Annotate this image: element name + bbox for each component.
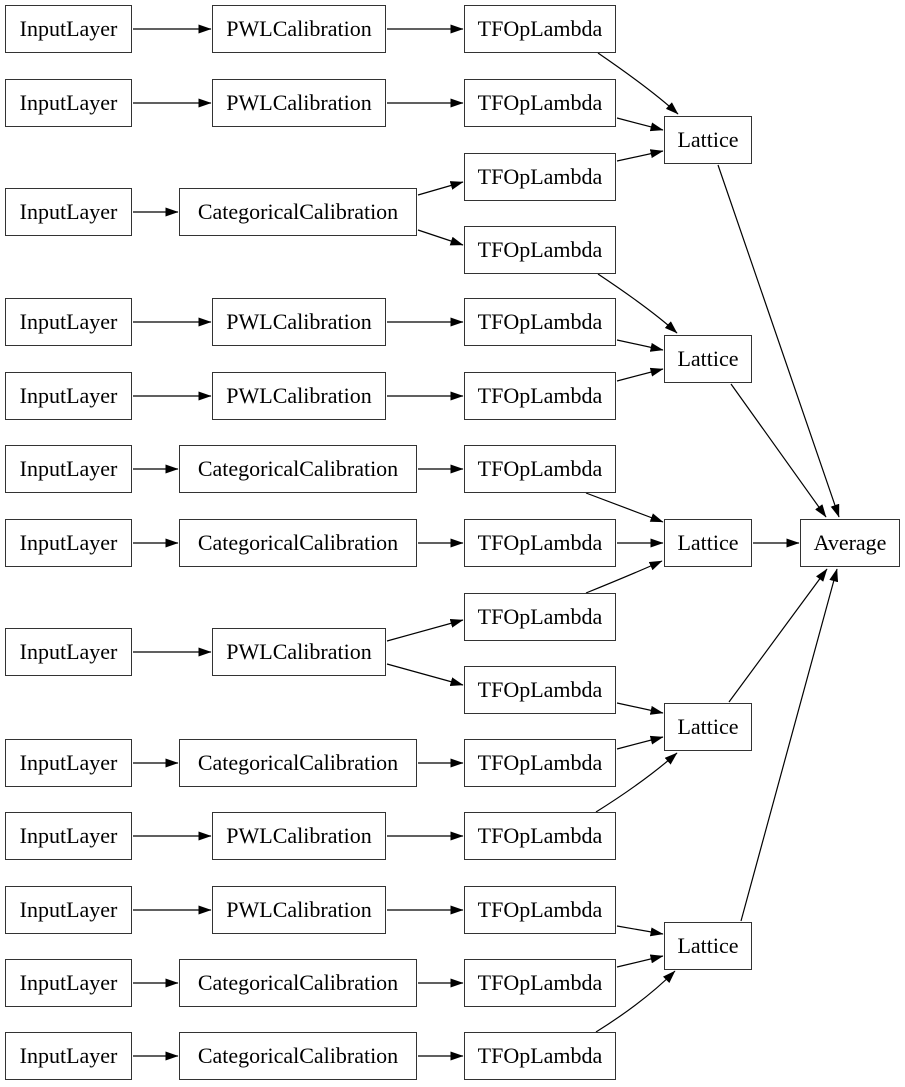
node-input-layer-10: InputLayer [5, 812, 132, 860]
node-pwl-calibration-2: PWLCalibration [212, 79, 386, 127]
node-categorical-calibration-1: CategoricalCalibration [179, 188, 417, 236]
node-pwl-calibration-3: PWLCalibration [212, 298, 386, 346]
edge-lambda6-lattice2 [616, 367, 664, 382]
node-tf-op-lambda-2: TFOpLambda [464, 79, 616, 127]
edge-lambda15-lattice5 [595, 970, 676, 1033]
node-lattice-5: Lattice [664, 922, 752, 970]
node-input-layer-6: InputLayer [5, 445, 132, 493]
node-tf-op-lambda-1: TFOpLambda [464, 5, 616, 53]
node-pwl-calibration-5: PWLCalibration [212, 628, 386, 676]
edge-lambda2-lattice1 [616, 117, 664, 132]
edge-lambda3-lattice1 [616, 149, 664, 162]
node-tf-op-lambda-4: TFOpLambda [464, 226, 616, 274]
edge-lambda14-lattice5 [616, 954, 664, 968]
node-pwl-calibration-1: PWLCalibration [212, 5, 386, 53]
node-tf-op-lambda-7: TFOpLambda [464, 445, 616, 493]
node-input-layer-9: InputLayer [5, 739, 132, 787]
node-input-layer-7: InputLayer [5, 519, 132, 567]
edge-calib8-lambda9 [386, 618, 464, 642]
node-pwl-calibration-6: PWLCalibration [212, 812, 386, 860]
edge-calib3-lambda4 [417, 229, 464, 246]
node-average: Average [800, 519, 900, 567]
edge-lambda7-lattice3 [585, 492, 664, 523]
node-tf-op-lambda-15: TFOpLambda [464, 1032, 616, 1080]
edge-lambda5-lattice2 [616, 339, 664, 352]
edge-lambda9-lattice3 [585, 560, 663, 594]
edge-lambda4-lattice2 [597, 273, 678, 334]
node-lattice-4: Lattice [664, 703, 752, 751]
node-tf-op-lambda-3: TFOpLambda [464, 153, 616, 201]
node-input-layer-8: InputLayer [5, 628, 132, 676]
edge-lambda10-lattice4 [616, 702, 664, 715]
edge-calib8-lambda10 [386, 663, 464, 687]
node-categorical-calibration-4: CategoricalCalibration [179, 739, 417, 787]
node-input-layer-12: InputLayer [5, 959, 132, 1007]
edge-lattice2-average [730, 383, 827, 518]
edge-lambda11-lattice4 [616, 735, 664, 750]
node-input-layer-5: InputLayer [5, 372, 132, 420]
node-input-layer-4: InputLayer [5, 298, 132, 346]
node-tf-op-lambda-6: TFOpLambda [464, 372, 616, 420]
node-categorical-calibration-6: CategoricalCalibration [179, 1032, 417, 1080]
edge-lattice4-average [728, 568, 828, 703]
node-tf-op-lambda-10: TFOpLambda [464, 666, 616, 714]
node-tf-op-lambda-9: TFOpLambda [464, 593, 616, 641]
node-lattice-3: Lattice [664, 519, 752, 567]
edge-lambda1-lattice1 [597, 52, 679, 115]
node-input-layer-3: InputLayer [5, 188, 132, 236]
node-categorical-calibration-5: CategoricalCalibration [179, 959, 417, 1007]
node-pwl-calibration-4: PWLCalibration [212, 372, 386, 420]
edge-lattice5-average [740, 568, 839, 922]
edge-lambda13-lattice5 [616, 925, 664, 937]
node-input-layer-11: InputLayer [5, 886, 132, 934]
node-tf-op-lambda-14: TFOpLambda [464, 959, 616, 1007]
node-categorical-calibration-3: CategoricalCalibration [179, 519, 417, 567]
node-categorical-calibration-2: CategoricalCalibration [179, 445, 417, 493]
node-pwl-calibration-7: PWLCalibration [212, 886, 386, 934]
node-input-layer-13: InputLayer [5, 1032, 132, 1080]
node-lattice-2: Lattice [664, 335, 752, 383]
node-tf-op-lambda-8: TFOpLambda [464, 519, 616, 567]
node-input-layer-2: InputLayer [5, 79, 132, 127]
edge-lattice1-average [717, 164, 840, 518]
node-lattice-1: Lattice [664, 116, 752, 164]
node-tf-op-lambda-5: TFOpLambda [464, 298, 616, 346]
node-tf-op-lambda-13: TFOpLambda [464, 886, 616, 934]
node-tf-op-lambda-11: TFOpLambda [464, 739, 616, 787]
node-input-layer-1: InputLayer [5, 5, 132, 53]
edge-lambda12-lattice4 [595, 752, 678, 813]
edge-calib3-lambda3 [417, 181, 464, 196]
node-tf-op-lambda-12: TFOpLambda [464, 812, 616, 860]
